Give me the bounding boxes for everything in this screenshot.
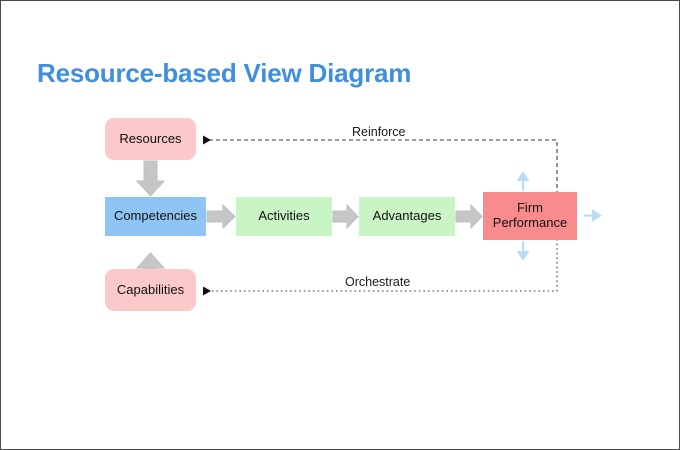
edge-firm-to-resources: [203, 135, 558, 216]
node-resources-label: Resources: [119, 130, 182, 146]
node-competencies-label: Competencies: [113, 208, 198, 224]
edge-firm-to-capabilities: [203, 216, 558, 296]
node-advantages-label: Advantages: [372, 208, 442, 224]
node-capabilities-label: Capabilities: [116, 281, 185, 297]
page-title: Resource-based View Diagram: [37, 58, 412, 88]
node-resources[interactable]: Resources: [105, 118, 196, 160]
accent-arrow-down-icon: [516, 241, 530, 262]
node-capabilities[interactable]: Capabilities: [105, 269, 196, 311]
arrow-competencies-to-activities: [206, 203, 236, 230]
node-competencies[interactable]: Competencies: [105, 197, 206, 236]
arrow-resources-to-competencies: [135, 160, 166, 197]
node-activities[interactable]: Activities: [236, 197, 332, 236]
edge-label-orchestrate: Orchestrate: [345, 275, 411, 289]
node-firm-performance-label: Firm Performance: [492, 200, 568, 231]
arrow-advantages-to-firm-performance: [455, 203, 483, 230]
node-firm-performance[interactable]: Firm Performance: [483, 192, 577, 240]
node-advantages[interactable]: Advantages: [359, 197, 455, 236]
arrow-activities-to-advantages: [332, 203, 359, 230]
edge-label-reinforce: Reinforce: [352, 125, 406, 139]
node-firm-performance-label-line1: Firm: [516, 200, 543, 216]
node-firm-performance-label-line2: Performance: [492, 215, 568, 230]
node-activities-label: Activities: [258, 208, 310, 224]
accent-arrow-right-icon: [584, 208, 603, 223]
accent-arrow-up-icon: [516, 170, 530, 191]
